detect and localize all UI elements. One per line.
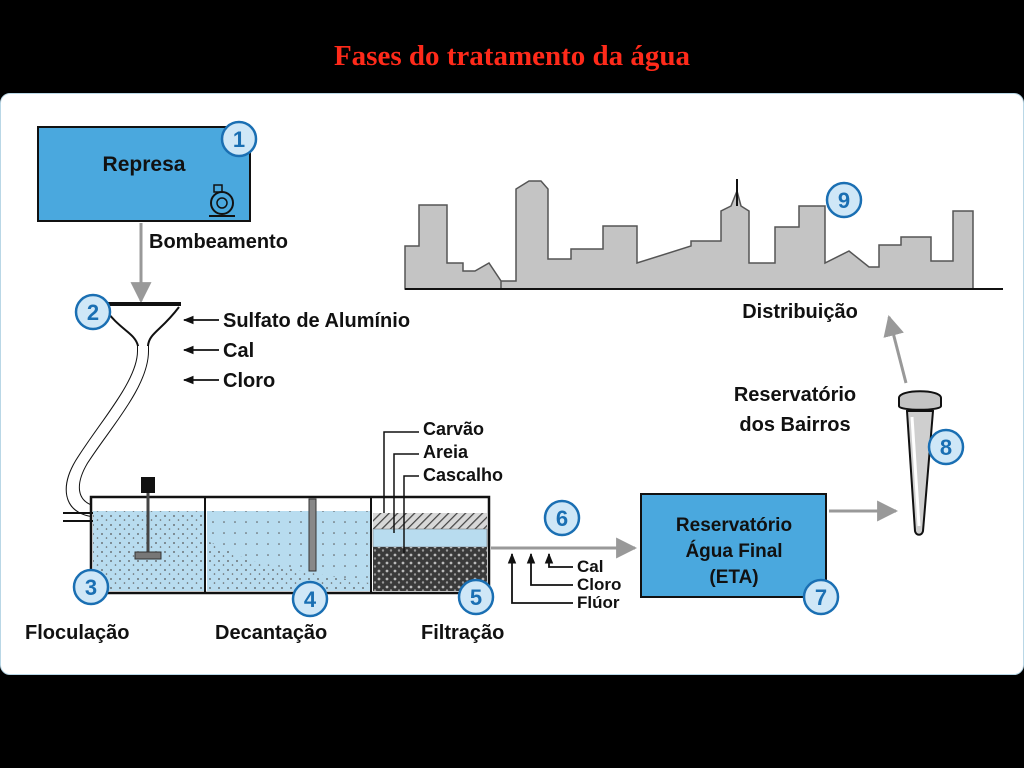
reservatorio-final-box: Reservatório Água Final (ETA) bbox=[640, 493, 827, 598]
chemicals-input: Sulfato de Alumínio Cal Cloro bbox=[182, 310, 410, 392]
carvao-layer bbox=[373, 513, 487, 529]
step-badge-1: 1 bbox=[220, 120, 258, 158]
chemical-cloro: Cloro bbox=[223, 370, 275, 392]
svg-text:2: 2 bbox=[87, 300, 99, 325]
reservatorio-final-line2: Água Final bbox=[685, 540, 782, 562]
pump-icon bbox=[209, 184, 235, 217]
reservatorio-final-line1: Reservatório bbox=[676, 515, 792, 536]
step-badge-2: 2 bbox=[74, 293, 112, 331]
reservatorio-final-line3: (ETA) bbox=[709, 567, 758, 588]
svg-text:7: 7 bbox=[815, 585, 827, 610]
filtracao-label: Filtração bbox=[421, 622, 504, 644]
decantation-baffle bbox=[308, 498, 317, 572]
treatment-tank bbox=[63, 477, 491, 595]
areia-layer bbox=[372, 528, 488, 548]
flow-arrow-8-9 bbox=[883, 314, 908, 384]
step-badge-3: 3 bbox=[72, 568, 110, 606]
page-title: Fases do tratamento da água bbox=[333, 40, 691, 72]
step-badge-4: 4 bbox=[291, 580, 329, 618]
reservatorio-bairros-line2: dos Bairros bbox=[739, 414, 850, 436]
distribuicao-label: Distribuição bbox=[742, 301, 858, 323]
water-treatment-diagram: Represa 1 Bombeamento 2 Sulfato de Alumí… bbox=[25, 120, 1003, 644]
mixer-icon bbox=[134, 477, 162, 560]
svg-text:9: 9 bbox=[838, 188, 850, 213]
floculacao-label: Floculação bbox=[25, 622, 129, 644]
post-cloro: Cloro bbox=[577, 575, 621, 594]
step-badge-8: 8 bbox=[927, 428, 965, 466]
step-badge-9: 9 bbox=[825, 181, 863, 219]
represa-label: Represa bbox=[103, 153, 186, 176]
post-fluor: Flúor bbox=[577, 593, 620, 612]
represa-box: Represa bbox=[37, 126, 251, 222]
svg-text:5: 5 bbox=[470, 585, 482, 610]
diagram-panel: Represa 1 Bombeamento 2 Sulfato de Alumí… bbox=[0, 93, 1024, 675]
chemicals-post: Cal Cloro Flúor bbox=[507, 552, 621, 612]
step-badge-7: 7 bbox=[802, 578, 840, 616]
svg-text:8: 8 bbox=[940, 435, 952, 460]
svg-text:4: 4 bbox=[304, 587, 317, 612]
funnel-icon bbox=[65, 302, 181, 517]
decantacao-label: Decantação bbox=[215, 622, 327, 644]
chemical-sulfato: Sulfato de Alumínio bbox=[223, 310, 410, 332]
step-badge-5: 5 bbox=[457, 578, 495, 616]
step-badge-6: 6 bbox=[543, 499, 581, 537]
bombeamento-label: Bombeamento bbox=[149, 231, 288, 253]
water-tower-icon bbox=[898, 390, 942, 536]
reservatorio-bairros-line1: Reservatório bbox=[734, 384, 856, 406]
filter-layer-labels: Carvão Areia Cascalho bbox=[383, 419, 503, 553]
post-cal: Cal bbox=[577, 557, 603, 576]
svg-text:3: 3 bbox=[85, 575, 97, 600]
svg-text:1: 1 bbox=[233, 127, 245, 152]
areia-label: Areia bbox=[423, 442, 469, 462]
chemical-cal: Cal bbox=[223, 340, 254, 362]
city-skyline-icon bbox=[404, 179, 1003, 290]
cascalho-label: Cascalho bbox=[423, 465, 503, 485]
svg-text:6: 6 bbox=[556, 506, 568, 531]
carvao-label: Carvão bbox=[423, 419, 484, 439]
